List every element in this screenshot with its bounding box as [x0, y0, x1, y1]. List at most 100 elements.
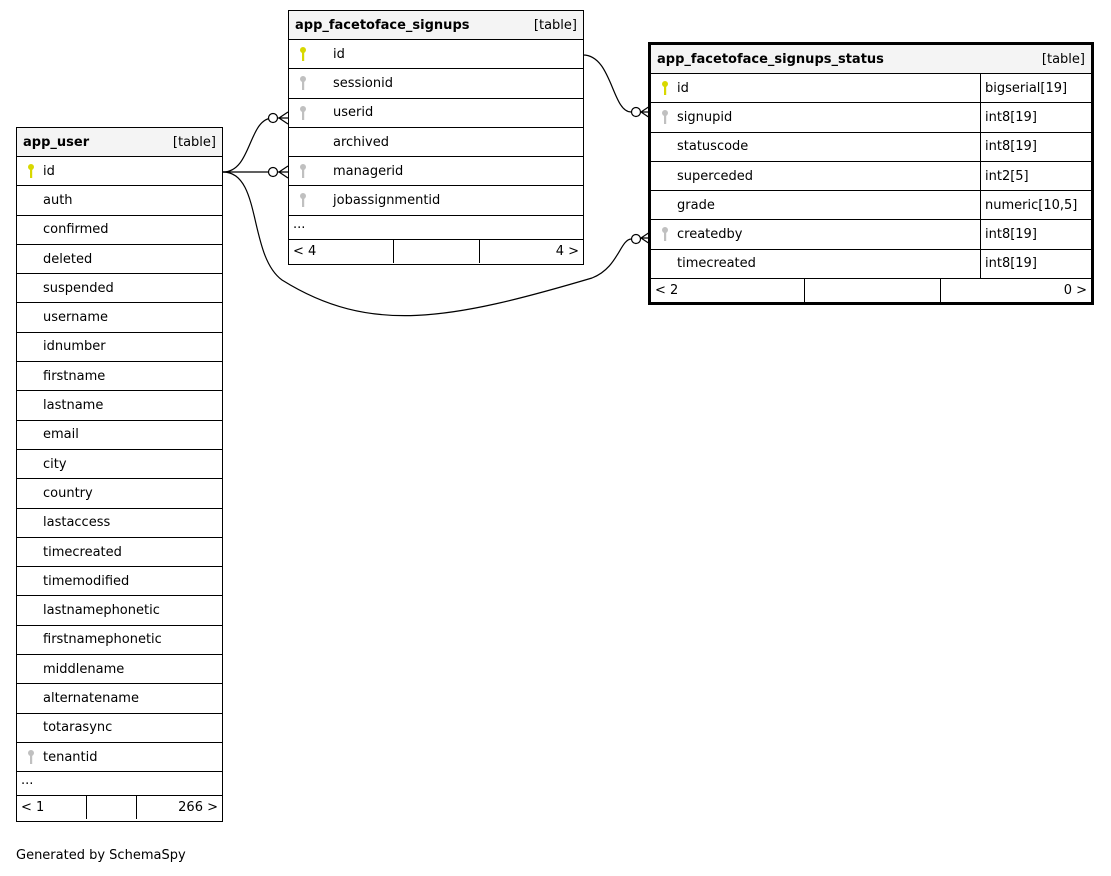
column-row-archived[interactable]: archived: [289, 128, 583, 158]
column-name: signupid: [677, 109, 733, 125]
table-app-user[interactable]: app_user [table] id auth confirmed deleted sus…: [16, 127, 223, 822]
column-name: country: [43, 485, 93, 501]
column-row-id[interactable]: id: [289, 40, 583, 70]
column-row-totarasync[interactable]: totarasync: [17, 714, 222, 743]
column-name: middlename: [43, 661, 125, 677]
column-row-alternatename[interactable]: alternatename: [17, 684, 222, 714]
column-name: timecreated: [43, 544, 122, 560]
column-name: createdby: [677, 227, 743, 243]
column-name: suspended: [43, 280, 114, 296]
link-user-to-signups-userid: [222, 117, 274, 173]
column-name: idnumber: [43, 339, 106, 355]
primary-key-icon: [659, 80, 671, 96]
table-name: app_facetoface_signups_status: [657, 51, 884, 67]
column-row-userid[interactable]: userid: [289, 99, 583, 128]
column-row-country[interactable]: country: [17, 479, 222, 509]
foreign-key-icon: [297, 163, 309, 179]
column-name: sessionid: [333, 75, 393, 91]
column-row-firstname[interactable]: firstname: [17, 362, 222, 392]
column-row-idnumber[interactable]: idnumber: [17, 333, 222, 363]
column-row-jobassignmentid[interactable]: jobassignmentid: [289, 186, 583, 216]
column-row-timecreated[interactable]: timecreated: [17, 538, 222, 568]
column-name: lastaccess: [43, 515, 111, 531]
column-row-id[interactable]: id: [17, 157, 222, 187]
column-row-confirmed[interactable]: confirmed: [17, 216, 222, 245]
parents-count[interactable]: < 4: [293, 243, 317, 259]
column-type: int8[19]: [980, 103, 1037, 132]
foreign-key-icon: [297, 75, 309, 91]
column-row-firstnamephonetic[interactable]: firstnamephonetic: [17, 626, 222, 656]
optional-marker: [267, 112, 279, 124]
column-name: id: [677, 80, 689, 96]
column-name: city: [43, 456, 67, 472]
foreign-key-icon: [659, 109, 671, 125]
link-signups-to-status-signupid: [582, 54, 632, 113]
column-row-deleted[interactable]: deleted: [17, 245, 222, 275]
parents-count[interactable]: < 1: [21, 800, 45, 816]
primary-key-icon: [297, 46, 309, 62]
table-kind: [table]: [172, 134, 216, 150]
table-footer: < 1 266 >: [17, 796, 222, 820]
column-type: bigserial[19]: [980, 74, 1067, 103]
column-name: email: [43, 427, 79, 443]
foreign-key-icon: [659, 226, 671, 242]
table-name: app_user: [23, 134, 90, 150]
column-name: lastname: [43, 398, 104, 414]
children-count[interactable]: 266 >: [178, 800, 218, 816]
table-header: app_facetoface_signups[table]: [289, 11, 583, 40]
column-row-id[interactable]: id bigserial[19]: [651, 74, 1091, 104]
column-row-tenantid[interactable]: tenantid: [17, 743, 222, 773]
column-row-username[interactable]: username: [17, 303, 222, 333]
column-type: int2[5]: [980, 161, 1029, 191]
column-name: totarasync: [43, 720, 113, 736]
column-name: firstname: [43, 368, 106, 384]
column-name: deleted: [43, 251, 93, 267]
column-name: auth: [43, 192, 73, 208]
table-app-facetoface-signups[interactable]: app_facetoface_signups[table]id sessionid…: [288, 10, 584, 265]
column-row-middlename[interactable]: middlename: [17, 655, 222, 685]
column-name: archived: [333, 134, 389, 150]
column-row-timemodified[interactable]: timemodified: [17, 567, 222, 597]
column-row-managerid[interactable]: managerid: [289, 157, 583, 187]
column-name: superceded: [677, 168, 753, 184]
column-row-suspended[interactable]: suspended: [17, 274, 222, 304]
column-row-auth[interactable]: auth: [17, 186, 222, 216]
optional-marker: [630, 106, 642, 118]
column-name: jobassignmentid: [333, 193, 441, 209]
column-row-lastnamephonetic[interactable]: lastnamephonetic: [17, 596, 222, 626]
column-row-createdby[interactable]: createdby int8[19]: [651, 220, 1091, 250]
column-row-signupid[interactable]: signupid int8[19]: [651, 103, 1091, 133]
column-name: timecreated: [677, 256, 756, 272]
children-count[interactable]: 0 >: [1063, 283, 1087, 299]
foreign-key-icon: [297, 192, 309, 208]
foreign-key-icon: [25, 749, 37, 765]
table-footer: < 2 0 >: [651, 279, 1091, 303]
column-name: confirmed: [43, 222, 109, 238]
column-row-city[interactable]: city: [17, 450, 222, 480]
column-row-superceded[interactable]: superceded int2[5]: [651, 161, 1091, 192]
column-row-sessionid[interactable]: sessionid: [289, 69, 583, 99]
more-columns: ...: [289, 216, 583, 240]
foreign-key-icon: [297, 105, 309, 121]
primary-key-icon: [25, 163, 37, 179]
column-name: id: [43, 163, 55, 179]
column-name: alternatename: [43, 690, 139, 706]
column-name: username: [43, 310, 108, 326]
table-header: app_user [table]: [17, 128, 222, 157]
parents-count[interactable]: < 2: [655, 283, 679, 299]
link-user-to-status-createdby: [222, 171, 632, 317]
column-row-email[interactable]: email: [17, 421, 222, 450]
generated-by-label: Generated by SchemaSpy: [16, 848, 186, 863]
column-name: managerid: [333, 163, 404, 179]
column-row-lastaccess[interactable]: lastaccess: [17, 509, 222, 538]
column-name: tenantid: [43, 749, 98, 765]
column-type: int8[19]: [980, 220, 1037, 249]
table-kind: [table]: [533, 17, 577, 33]
column-row-lastname[interactable]: lastname: [17, 391, 222, 421]
children-count[interactable]: 4 >: [555, 243, 579, 259]
